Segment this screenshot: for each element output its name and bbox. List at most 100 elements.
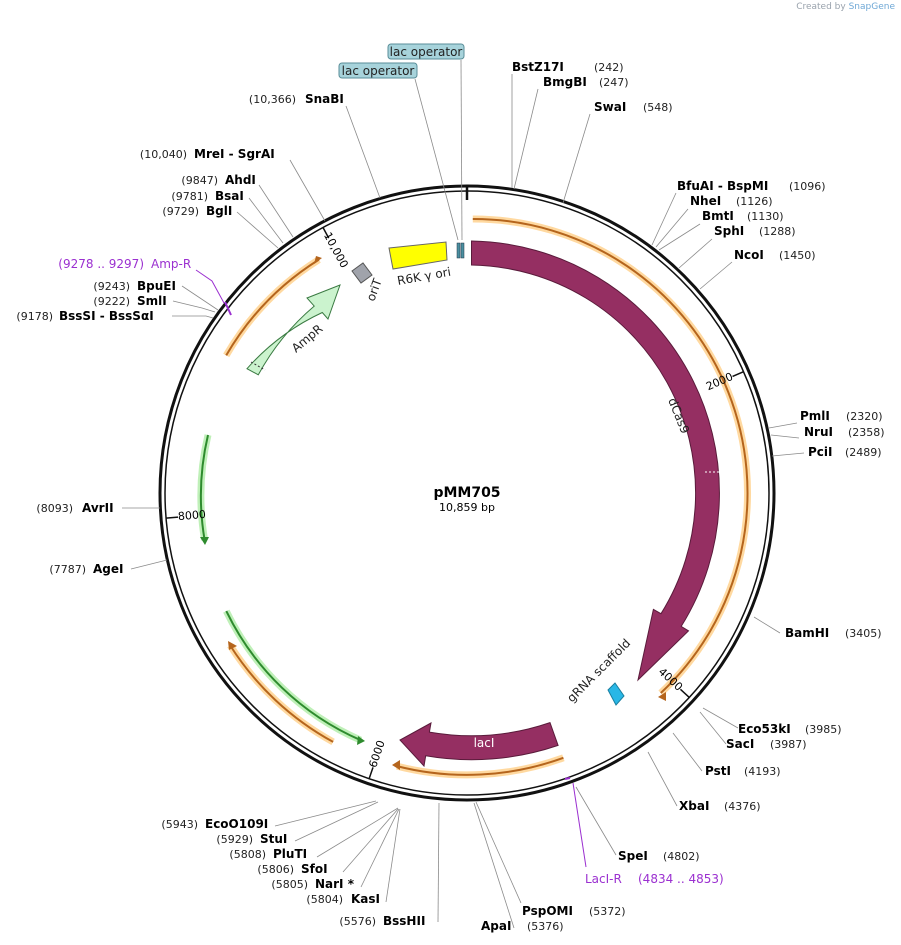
site-bstz17i: BstZ17I [512, 60, 564, 74]
site-bpuei-pos: (9243) [93, 280, 130, 293]
primer-amp-r-range: (9278 .. 9297) [58, 257, 144, 271]
site-pcii: PciI [808, 445, 833, 459]
primer-laci-r-range: (4834 .. 4853) [638, 872, 724, 886]
site-mrei-sgrai-pos: (10,040) [140, 148, 187, 161]
site-saci-pos: (3987) [770, 738, 807, 751]
feature-laci-arrow [399, 721, 559, 768]
lac-operator-label-2: lac operator [338, 62, 418, 79]
lac-operator-mark-2 [460, 242, 465, 259]
lac-operator-label-1: lac operator [387, 43, 465, 60]
site-spei-pos: (4802) [663, 850, 700, 863]
site-pcii-pos: (2489) [845, 446, 882, 459]
tick-label-6000: 6000 [366, 739, 387, 770]
tick-mark-2000 [732, 370, 744, 378]
site-bsshii-pos: (5576) [339, 915, 376, 928]
site-sfoi: SfoI [301, 862, 328, 876]
site-eco53ki: Eco53kI [738, 722, 791, 736]
site-pmli-pos: (2320) [846, 410, 883, 423]
site-bgli: BglI [206, 204, 232, 218]
tick-mark-4000 [679, 688, 690, 699]
site-bsshii: BssHII [383, 914, 425, 928]
green-tracks [197, 434, 365, 745]
site-nari-pos: (5805) [271, 878, 308, 891]
site-ahdi-pos: (9847) [181, 174, 218, 187]
site-bgli-pos: (9729) [162, 205, 199, 218]
site-snabi-pos: (10,366) [249, 93, 296, 106]
site-spei: SpeI [618, 849, 648, 863]
site-bmgbi: BmgBI [543, 75, 587, 89]
plasmid-size: 10,859 bp [439, 501, 495, 514]
plasmid-name: pMM705 [433, 485, 500, 501]
site-ahdi: AhdI [225, 173, 256, 187]
site-bsssi: BssSI - BssSαI [59, 309, 154, 323]
site-smli: SmlI [137, 294, 167, 308]
site-saci: SacI [726, 737, 754, 751]
site-psti-pos: (4193) [744, 765, 781, 778]
site-smli-pos: (9222) [93, 295, 130, 308]
site-nrui: NruI [804, 425, 833, 439]
site-bsssi-pos: (9178) [16, 310, 53, 323]
site-bfuai-bspmi-pos: (1096) [789, 180, 826, 193]
site-kasi: KasI [351, 892, 380, 906]
site-sfoi-pos: (5806) [257, 863, 294, 876]
site-avrii: AvrII [82, 501, 114, 515]
tick-label-8000: 8000 [177, 508, 206, 523]
site-bmti: BmtI [702, 209, 734, 223]
site-bamhi-pos: (3405) [845, 627, 882, 640]
site-kasi-pos: (5804) [306, 893, 343, 906]
feature-orit-label: oriT [364, 276, 385, 303]
ampr-end-dots [250, 361, 266, 371]
feature-grna-scaffold-arrow [607, 682, 625, 706]
site-swai-pos: (548) [643, 101, 673, 114]
feature-r6k-ori-label: R6K γ ori [396, 265, 452, 288]
site-pmli: PmlI [800, 409, 830, 423]
site-pspomi: PspOMI [522, 904, 573, 918]
site-pluti-pos: (5808) [229, 848, 266, 861]
site-xbai: XbaI [679, 799, 709, 813]
laci-r-primer-mark [564, 777, 571, 780]
primer-amp-r-name: Amp-R [151, 257, 191, 271]
site-swai: SwaI [594, 100, 626, 114]
site-stui-pos: (5929) [216, 833, 253, 846]
feature-ampr-arrow [246, 284, 341, 376]
lac-operator-mark-1 [456, 242, 461, 259]
amp-r-leader [195, 269, 225, 304]
site-avrii-pos: (8093) [36, 502, 73, 515]
site-mrei-sgrai: MreI - SgrAI [194, 147, 275, 161]
site-ecoo109i: EcoO109I [205, 817, 268, 831]
tick-mark-8000 [165, 516, 179, 519]
site-pluti: PluTI [273, 847, 307, 861]
site-nhei: NheI [690, 194, 721, 208]
tick-label-10000: 10,000 [321, 230, 351, 270]
orange-tracks [223, 215, 751, 779]
site-agei-pos: (7787) [49, 563, 86, 576]
site-bmti-pos: (1130) [747, 210, 784, 223]
site-ncoi: NcoI [734, 248, 764, 262]
site-bsai-pos: (9781) [171, 190, 208, 203]
site-apai: ApaI [481, 919, 511, 933]
site-stui: StuI [260, 832, 287, 846]
site-bmgbi-pos: (247) [599, 76, 629, 89]
snapgene-credit: Created by SnapGene [796, 2, 895, 12]
site-eco53ki-pos: (3985) [805, 723, 842, 736]
site-ecoo109i-pos: (5943) [161, 818, 198, 831]
site-agei: AgeI [93, 562, 123, 576]
amp-r-primer-mark [224, 301, 232, 316]
site-sphi-pos: (1288) [759, 225, 796, 238]
site-bamhi: BamHI [785, 626, 829, 640]
feature-orit-box [351, 262, 373, 284]
feature-r6k-ori-box [388, 241, 448, 270]
site-psti: PstI [705, 764, 731, 778]
site-xbai-pos: (4376) [724, 800, 761, 813]
lac-operator-text-1: lac operator [390, 45, 463, 59]
site-nhei-pos: (1126) [736, 195, 773, 208]
tick-mark-10000 [322, 227, 330, 239]
site-bpuei: BpuEI [137, 279, 176, 293]
laci-r-leader [572, 782, 587, 868]
site-apai-pos: (5376) [527, 920, 564, 933]
site-nari: NarI * [315, 877, 355, 891]
site-snabi: SnaBI [305, 92, 344, 106]
site-pspomi-pos: (5372) [589, 905, 626, 918]
lac-operator-text-2: lac operator [342, 64, 415, 78]
feature-laci-label: lacI [474, 736, 495, 750]
